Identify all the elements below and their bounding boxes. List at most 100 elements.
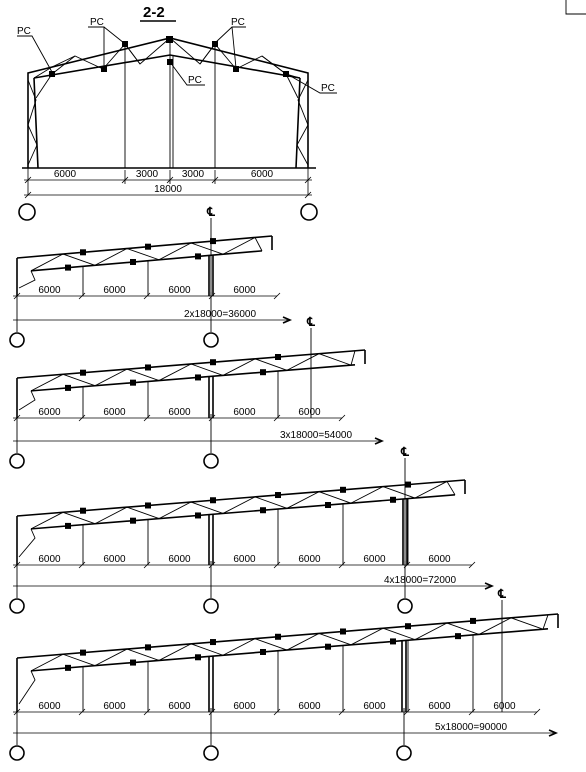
dimension-ticks [24,191,312,199]
dimension-tick [208,414,216,422]
overall-dimension: 2x18000=36000 [184,309,256,320]
end-post [16,614,559,712]
hangers [124,44,216,168]
bay-dimension: 6000 [233,285,256,296]
overall-dimension: 5x18000=90000 [435,722,507,733]
truss-node [275,633,281,640]
truss-node [405,623,411,630]
truss-node [260,369,266,376]
truss-node [275,354,281,360]
column [401,640,407,712]
end-post [16,480,466,565]
bay-dimension: 6000 [363,554,386,565]
overall-dimension: 4x18000=72000 [384,575,456,586]
truss-node [405,481,411,488]
bay-dimension: 6000 [38,407,61,418]
longitudinal-frames: 6000 6000 6000 6000 2x18000=36000 ℄ 6000 6000 60… [9,205,559,761]
truss-node [325,502,331,509]
arrowhead [484,582,495,590]
bay-dimension: 6000 [168,554,191,565]
section-title: 2-2 [143,4,165,21]
truss-node [212,41,218,47]
pc-leader [286,73,337,94]
axis-bubble [9,745,25,761]
knee-braces [35,73,299,99]
bay-dimension: 6000 [428,554,451,565]
dimension-tick [338,414,346,422]
truss-node [80,249,86,256]
truss-node [122,41,128,47]
truss-node [65,522,71,529]
bay-dimension: 6000 [298,554,321,565]
dimension-tick [143,292,151,300]
truss-node [195,512,201,519]
arrowhead [374,437,385,445]
axis-bubble [203,332,219,348]
column [402,498,408,565]
centerline-symbol: ℄ [206,205,215,219]
column [208,255,214,296]
axis-bubble [9,598,25,614]
truss-node [65,264,71,271]
bay-dimension: 6000 [103,701,126,712]
dimension-tick [338,561,346,569]
truss-node [470,617,476,624]
bay-dimension: 6000 [493,701,516,712]
centerline-symbol: ℄ [400,445,409,459]
truss-node [195,253,201,260]
truss-node [340,486,346,493]
bay-dimension: 6000 [54,169,77,180]
truss-node [166,36,173,43]
bay-dimension: 6000 [298,407,321,418]
dimension-tick [468,561,476,569]
dimension-tick [78,414,86,422]
truss-node [283,71,289,77]
dimension-tick [208,561,216,569]
dimension-tick [78,708,86,716]
right-column [295,77,309,169]
dimension-tick [78,561,86,569]
truss-node [145,502,151,509]
column [208,376,214,418]
dimension-tick [143,414,151,422]
axis-bubble [203,745,219,761]
column-bracing [27,79,309,166]
section-2-2: 2-2 PC PC PC PC [17,4,337,221]
pc-label: PC [321,83,335,94]
truss-node [275,492,281,499]
pc-label: PC [17,26,31,37]
truss-node [210,639,216,646]
pc-leader [214,26,246,69]
dimension-tick [208,292,216,300]
axis-bubble [18,203,36,221]
truss-node [195,654,201,661]
truss-node [130,379,136,386]
truss-node [49,71,55,77]
truss-node [80,369,86,376]
arrowhead [548,729,559,737]
bay-dimension: 6000 [38,285,61,296]
pc-leader [17,35,53,73]
dimension-tick [338,708,346,716]
dimension-tick [273,292,281,300]
arrowhead [282,316,293,324]
pc-leader [169,61,205,86]
bay-dimension: 6000 [233,407,256,418]
knee-brace [18,270,36,289]
bottom-chord [30,494,456,530]
truss-node [130,659,136,666]
bottom-chord [30,628,549,672]
pc-leader [88,26,125,68]
axis-bubble [203,598,219,614]
truss-node [130,258,136,265]
bay-dimension: 6000 [103,285,126,296]
truss-node [390,496,396,503]
axis-bubble [203,453,219,469]
truss-node [260,648,266,655]
bay-dimension: 6000 [38,554,61,565]
